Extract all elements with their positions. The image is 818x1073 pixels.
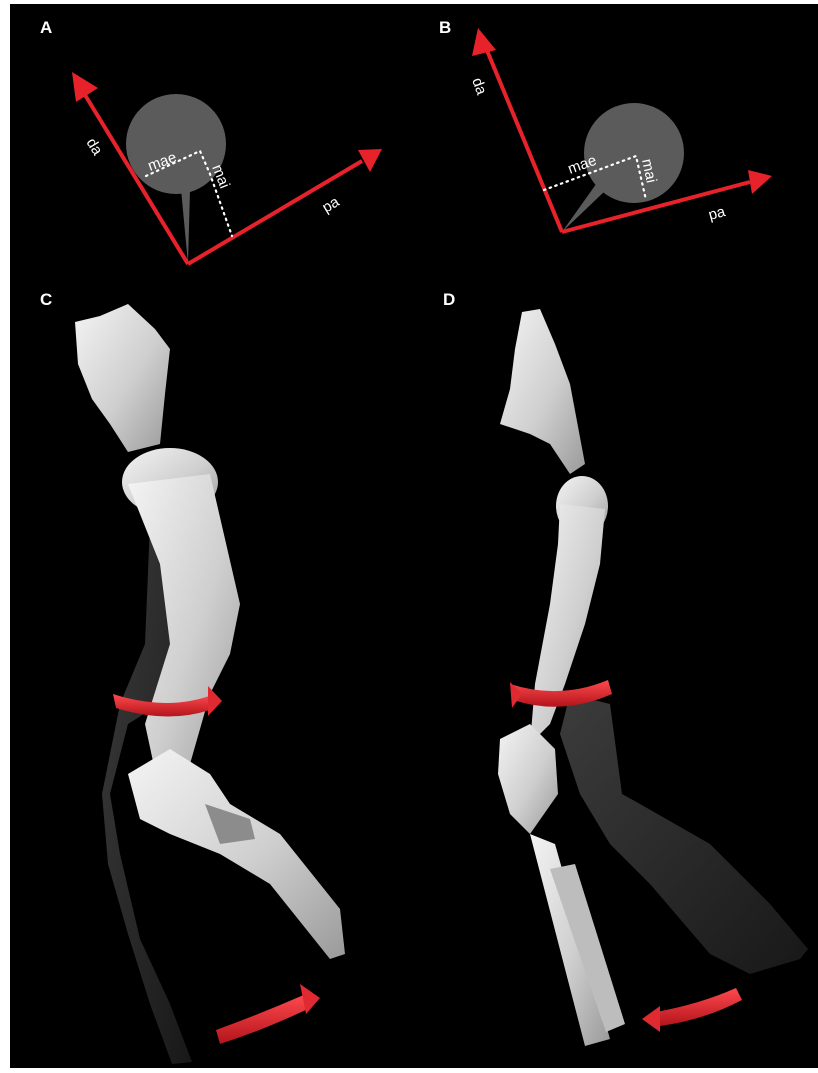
figure-panel: A B C D xyxy=(10,4,818,1068)
da-arrowhead-b xyxy=(472,28,496,56)
da-axis-b xyxy=(486,48,562,232)
da-label-a: da xyxy=(83,135,107,159)
diagram-a: da pa mae mai xyxy=(72,72,382,264)
da-label-b: da xyxy=(468,76,490,98)
humerus-shaft-c xyxy=(128,474,240,794)
diagram-b: da pa mae mai xyxy=(468,28,772,232)
pa-arrowhead-b xyxy=(748,170,772,194)
scapula-c xyxy=(75,304,170,452)
rotation-arrowhead-upper-c xyxy=(208,686,222,716)
rotation-arrow-lower-c xyxy=(216,994,312,1044)
rotation-arrow-lower-d xyxy=(656,988,742,1026)
rotation-arrowhead-lower-d xyxy=(642,1006,660,1032)
figure-drawing: da pa mae mai da pa mae mai xyxy=(10,4,818,1068)
elbow-d xyxy=(498,724,558,834)
pa-label-b: pa xyxy=(707,203,728,224)
scapula-d xyxy=(500,309,585,474)
mai-label-a: mai xyxy=(208,162,233,191)
limb-render-c xyxy=(75,304,345,1064)
pa-label-a: pa xyxy=(319,193,343,217)
limb-render-d xyxy=(498,309,808,1046)
forearm-c xyxy=(128,749,345,959)
dark-limb-d xyxy=(560,694,808,974)
